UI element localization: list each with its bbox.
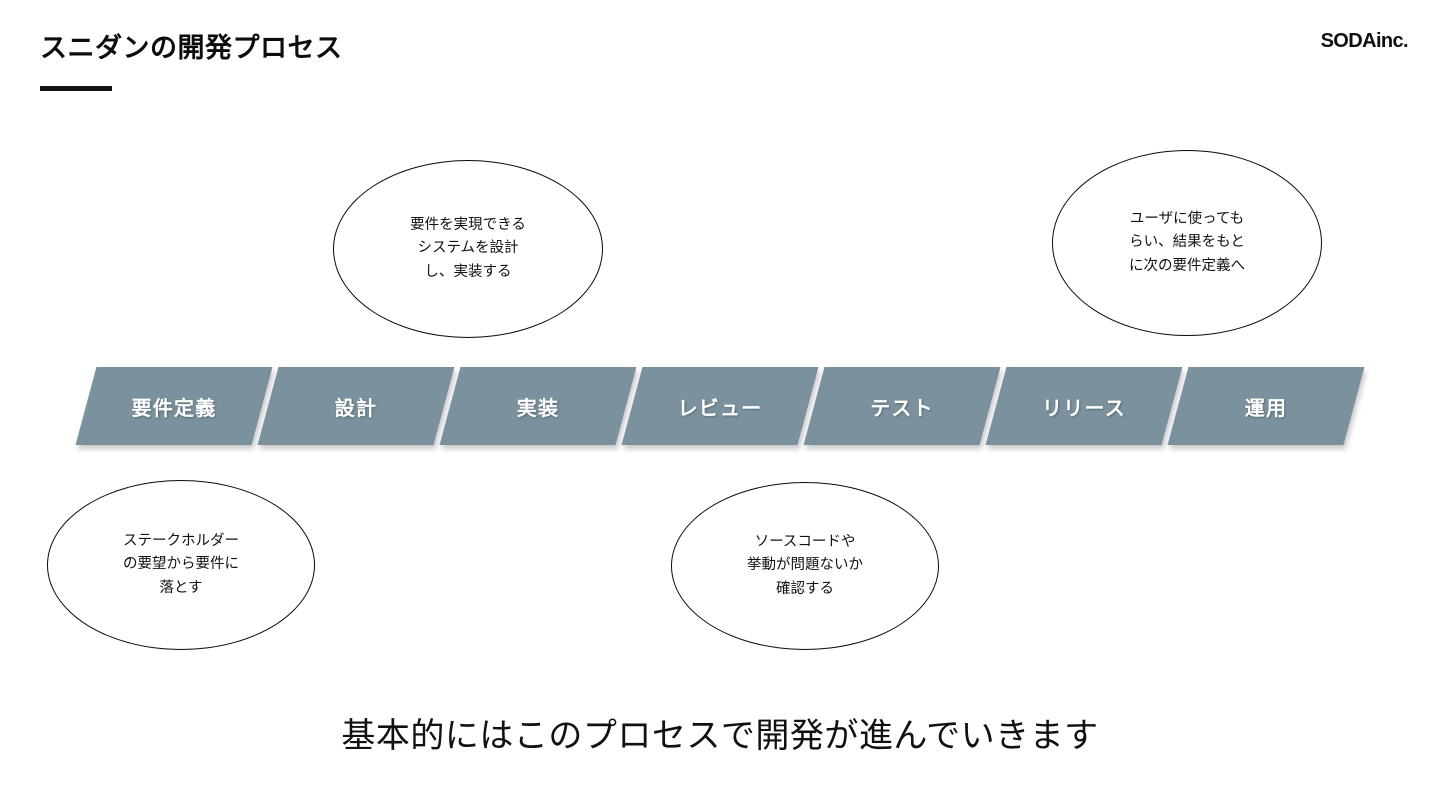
title-underline-rule bbox=[40, 86, 112, 91]
annotation-bubble-operation: ユーザに使っても らい、結果をもと に次の要件定義へ bbox=[1052, 150, 1322, 336]
annotation-bubble-review-text: ソースコードや 挙動が問題ないか 確認する bbox=[747, 533, 863, 597]
process-step-requirements[interactable]: 要件定義 bbox=[75, 367, 273, 445]
annotation-bubble-design-text: 要件を実現できる システムを設計 し、実装する bbox=[410, 216, 526, 280]
process-step-operation[interactable]: 運用 bbox=[1167, 367, 1365, 445]
annotation-bubble-review: ソースコードや 挙動が問題ないか 確認する bbox=[671, 482, 939, 650]
process-step-implementation[interactable]: 実装 bbox=[439, 367, 637, 445]
slide-caption: 基本的にはこのプロセスで開発が進んでいきます bbox=[341, 717, 1099, 755]
annotation-bubble-requirement-text: ステークホルダー の要望から要件に 落とす bbox=[123, 532, 239, 596]
process-step-design[interactable]: 設計 bbox=[257, 367, 455, 445]
process-step-track: 要件定義 設計 実装 レビュー テスト リリース 運用 bbox=[75, 367, 1365, 445]
process-step-label: レビュー bbox=[677, 397, 763, 420]
process-step-label: 実装 bbox=[516, 397, 560, 420]
annotation-bubble-requirement: ステークホルダー の要望から要件に 落とす bbox=[47, 480, 315, 650]
process-step-label: 運用 bbox=[1244, 397, 1288, 420]
annotation-bubble-operation-text: ユーザに使っても らい、結果をもと に次の要件定義へ bbox=[1129, 210, 1245, 274]
process-step-release[interactable]: リリース bbox=[985, 367, 1183, 445]
page-title: スニダンの開発プロセス bbox=[40, 33, 343, 63]
process-step-label: 要件定義 bbox=[131, 397, 217, 420]
process-step-label: 設計 bbox=[334, 397, 378, 420]
process-step-review[interactable]: レビュー bbox=[621, 367, 819, 445]
process-step-label: テスト bbox=[870, 397, 934, 420]
brand-logo: SODAinc. bbox=[1320, 30, 1409, 52]
process-step-label: リリース bbox=[1042, 397, 1126, 420]
process-step-test[interactable]: テスト bbox=[803, 367, 1001, 445]
annotation-bubble-design: 要件を実現できる システムを設計 し、実装する bbox=[333, 160, 603, 338]
